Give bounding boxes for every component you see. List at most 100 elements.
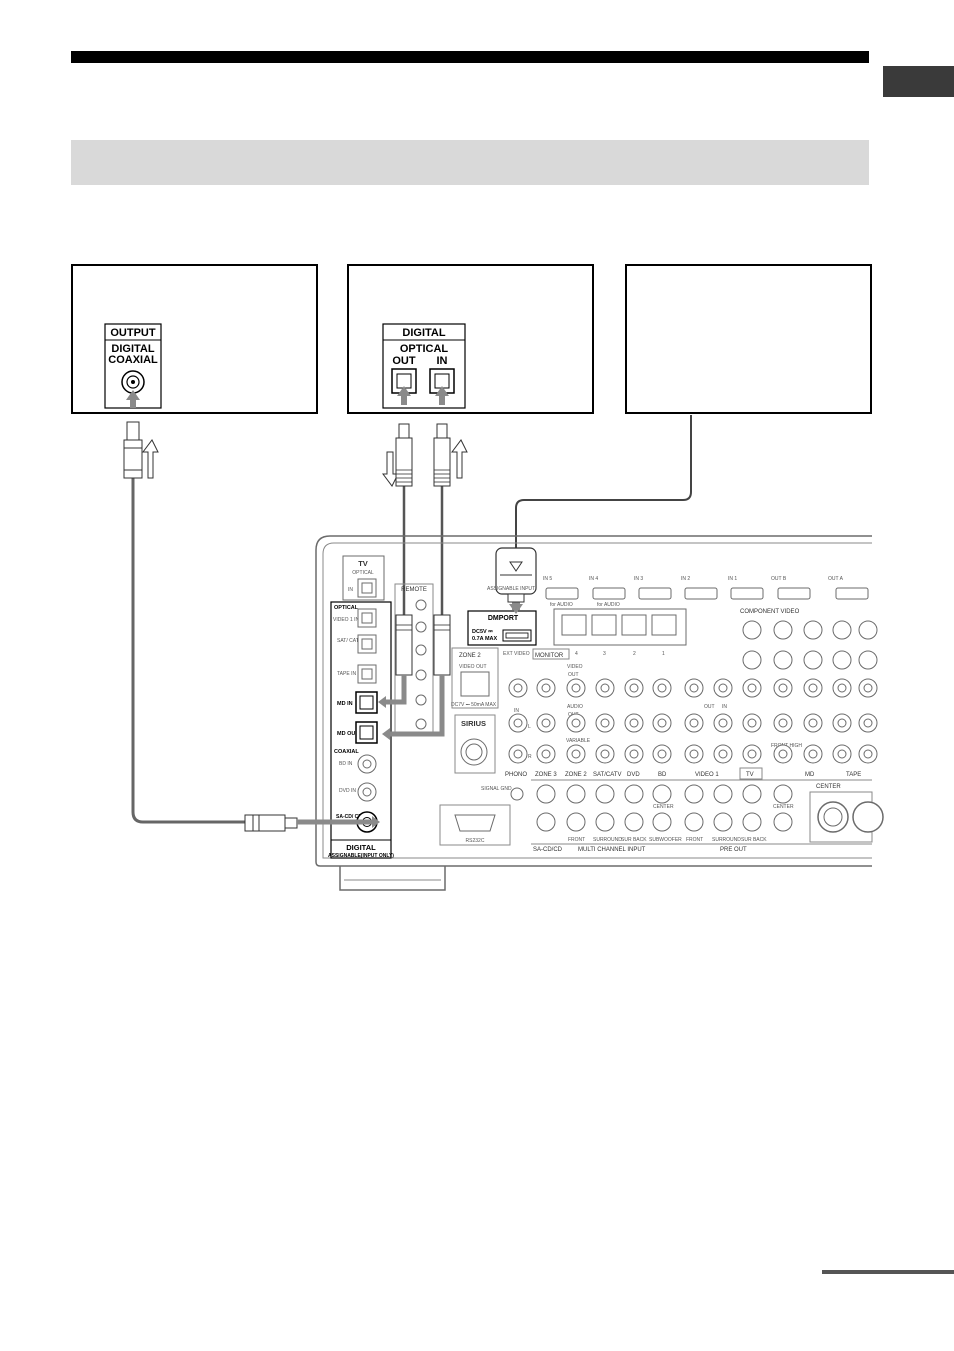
svg-text:SURROUND: SURROUND xyxy=(712,837,741,843)
svg-text:MD OUT: MD OUT xyxy=(337,731,359,737)
svg-text:OUT: OUT xyxy=(568,672,579,678)
section-heading-band xyxy=(71,140,869,185)
component-jack xyxy=(773,650,793,670)
component-jack xyxy=(858,650,878,670)
signal-flow-arrows xyxy=(142,439,468,487)
optical-plugs-top xyxy=(395,423,451,487)
svg-text:AUDIO: AUDIO xyxy=(567,704,583,710)
optical-panel: DIGITAL OPTICAL OUT IN xyxy=(382,323,466,409)
rca-jack-core xyxy=(571,749,581,759)
header-rule xyxy=(71,51,869,63)
svg-text:OPTICAL: OPTICAL xyxy=(334,605,359,611)
component-jack xyxy=(832,650,852,670)
ground-screw-icon xyxy=(510,787,524,801)
remote-section: REMOTE xyxy=(394,583,434,735)
svg-text:CENTER: CENTER xyxy=(653,804,674,810)
tv-label: TV xyxy=(358,559,368,568)
rca-jack-core xyxy=(778,749,788,759)
svg-text:SA-CD/ CD IN: SA-CD/ CD IN xyxy=(336,814,369,820)
rca-jack-core xyxy=(747,749,757,759)
rca-jack-core xyxy=(541,718,551,728)
rca-jack-core xyxy=(863,749,873,759)
multichannel-jack xyxy=(742,812,762,832)
multichannel-jack xyxy=(713,812,733,832)
component-jack xyxy=(803,650,823,670)
multichannel-jack xyxy=(566,784,586,804)
rca-jack-core xyxy=(657,683,667,693)
svg-text:BD IN: BD IN xyxy=(339,761,353,767)
av-jack-grid: EXT VIDEO MONITOR VIDEO OUT AUDIO OUT VA… xyxy=(503,609,878,832)
signal-up-arrow-icon-2 xyxy=(451,439,468,479)
svg-text:CENTER: CENTER xyxy=(816,784,841,790)
center-speaker-terminals xyxy=(809,791,884,843)
multichannel-jack xyxy=(595,812,615,832)
rca-jack-core xyxy=(657,749,667,759)
svg-text:FRONT: FRONT xyxy=(568,837,585,843)
svg-text:VARIABLE: VARIABLE xyxy=(566,738,591,744)
digital-label: DIGITAL xyxy=(111,343,154,355)
svg-text:R: R xyxy=(528,754,532,760)
rs232c-section: RS232C SIGNAL GND xyxy=(439,786,512,846)
rca-jack-core xyxy=(571,718,581,728)
svg-text:DIGITAL: DIGITAL xyxy=(346,843,376,852)
svg-text:EXT VIDEO: EXT VIDEO xyxy=(503,651,530,657)
connection-arrows xyxy=(126,386,449,408)
multichannel-jack xyxy=(595,784,615,804)
svg-text:for AUDIO: for AUDIO xyxy=(597,602,620,608)
optical-in-label: IN xyxy=(437,355,448,367)
svg-text:ZONE 2: ZONE 2 xyxy=(565,772,587,778)
cables xyxy=(131,415,692,824)
rca-jack-core xyxy=(629,718,639,728)
rca-jack-core xyxy=(513,718,523,728)
rca-jack-core xyxy=(600,749,610,759)
rca-jack-core xyxy=(657,718,667,728)
component-jack xyxy=(858,620,878,640)
rca-jack-core xyxy=(718,749,728,759)
svg-text:SAT/ CATV IN: SAT/ CATV IN xyxy=(337,638,369,644)
svg-text:for AUDIO: for AUDIO xyxy=(550,602,573,608)
component-jack xyxy=(803,620,823,640)
multichannel-jack xyxy=(624,812,644,832)
svg-text:DVD: DVD xyxy=(627,772,640,778)
svg-text:IN: IN xyxy=(348,587,353,593)
svg-text:SUBWOOFER: SUBWOOFER xyxy=(649,837,682,843)
receiver-bottom-labels: PHONO ZONE 3 ZONE 2 SAT/CATV DVD BD VIDE… xyxy=(505,767,872,853)
svg-text:OUT: OUT xyxy=(704,704,715,710)
rca-jack-core xyxy=(541,749,551,759)
optical-out-label: OUT xyxy=(392,355,416,367)
svg-text:4: 4 xyxy=(575,651,578,657)
svg-text:IN: IN xyxy=(722,704,727,710)
svg-text:0.7A MAX: 0.7A MAX xyxy=(472,636,497,642)
rca-jack-core xyxy=(863,683,873,693)
multichannel-jack xyxy=(684,812,704,832)
svg-text:SIRIUS: SIRIUS xyxy=(461,719,486,728)
dmport-section: DMPORT DC5V ⎓ 0.7A MAX ASSIGNABLE INPUT xyxy=(467,547,537,646)
receiver-rear-panel xyxy=(315,535,872,891)
multichannel-jack xyxy=(624,784,644,804)
svg-text:IN 5: IN 5 xyxy=(543,576,552,582)
rca-jack-core xyxy=(689,683,699,693)
output-label: OUTPUT xyxy=(110,327,156,339)
svg-text:SUR BACK: SUR BACK xyxy=(741,837,767,843)
digital-header-label: DIGITAL xyxy=(402,327,445,339)
multichannel-jack xyxy=(713,784,733,804)
rca-jack-core xyxy=(808,749,818,759)
svg-text:DC7V ⎓ 50mA MAX: DC7V ⎓ 50mA MAX xyxy=(451,702,497,708)
svg-text:2: 2 xyxy=(633,651,636,657)
rca-jack-core xyxy=(600,683,610,693)
svg-text:SA-CD/CD: SA-CD/CD xyxy=(533,847,563,853)
multichannel-jack xyxy=(773,784,793,804)
svg-text:FRONT: FRONT xyxy=(686,837,703,843)
optical-plug-ridges xyxy=(396,469,450,483)
svg-text:DC5V ⎓: DC5V ⎓ xyxy=(472,629,493,635)
svg-text:MONITOR: MONITOR xyxy=(535,653,564,659)
rca-jack-core xyxy=(837,718,847,728)
svg-text:OPTICAL: OPTICAL xyxy=(352,570,374,576)
svg-text:MD: MD xyxy=(805,772,815,778)
svg-text:PHONO: PHONO xyxy=(505,772,527,778)
svg-text:OUT A: OUT A xyxy=(828,576,844,582)
rca-jack-core xyxy=(718,718,728,728)
continued-rule xyxy=(822,1270,954,1274)
svg-text:ASSIGNABLE INPUT: ASSIGNABLE INPUT xyxy=(487,586,535,592)
